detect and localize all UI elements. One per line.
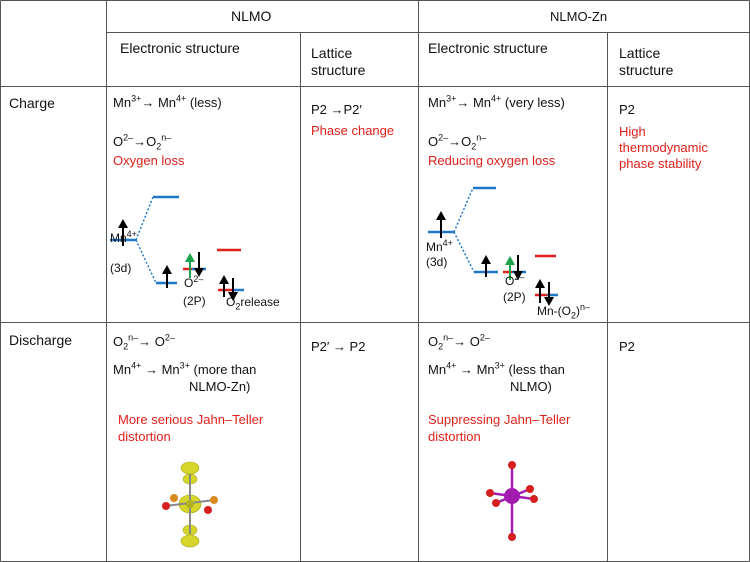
header-nlmo-zn: NLMO-Zn xyxy=(550,9,608,24)
nlmo-energy-level-diagram xyxy=(110,195,244,301)
dotted-connector xyxy=(135,196,154,241)
nlmo-3d-label: (3d) xyxy=(110,261,132,275)
row-label-discharge: Discharge xyxy=(9,332,73,348)
header-lattice-zn-1: Lattice xyxy=(619,45,661,61)
spin-up-arrow-icon xyxy=(162,265,172,288)
discharge-nlmo-o-reaction: O2n–→ O2– xyxy=(113,332,175,352)
zn-complex-label: Mn-(O2)n– xyxy=(537,302,591,321)
charge-nlmo-o-reaction: O2–→O2n– xyxy=(113,132,172,152)
charge-zn-mn-reaction: Mn3+→ Mn4+ (very less) xyxy=(428,93,565,110)
charge-nlmo-oxygen-loss: Oxygen loss xyxy=(113,153,185,168)
dotted-connector xyxy=(453,231,475,273)
spin-down-arrow-icon xyxy=(513,255,523,280)
nlmo-o2-release-label: O2release xyxy=(226,295,280,312)
zn-energy-level-diagram xyxy=(428,186,558,306)
spin-up-arrow-icon xyxy=(436,211,446,238)
spin-down-arrow-icon xyxy=(194,252,204,277)
charge-nlmo-mn-reaction: Mn3+→ Mn4+ (less) xyxy=(113,93,222,110)
header-lattice-zn-2: structure xyxy=(619,62,674,78)
dotted-connector xyxy=(135,239,157,284)
charge-nlmo-phase-change: Phase change xyxy=(311,123,395,138)
zn-o-label: O2– xyxy=(505,272,525,288)
charge-zn-stability-3: phase stability xyxy=(619,156,702,171)
charge-zn-o-reaction: O2–→O2n– xyxy=(428,132,487,152)
charge-zn-stability-2: thermodynamic xyxy=(619,140,708,155)
discharge-nlmo-jt-1: More serious Jahn–Teller xyxy=(118,412,264,427)
header-lattice-nlmo-2: structure xyxy=(311,62,366,78)
dotted-connector xyxy=(453,187,474,233)
zn-mn-label: Mn4+ xyxy=(426,238,453,254)
header-electronic-structure-zn: Electronic structure xyxy=(428,40,548,56)
discharge-zn-mn-reaction: Mn4+ → Mn3+ (less than xyxy=(428,360,565,377)
spin-down-arrow-icon xyxy=(228,278,238,301)
discharge-nlmo-jt-2: distortion xyxy=(118,429,171,444)
discharge-zn-jt-2: distortion xyxy=(428,429,481,444)
spin-up-arrow-icon xyxy=(535,279,545,303)
charge-zn-lattice: P2 xyxy=(619,102,635,117)
discharge-nlmo-lattice: P2′ → P2 xyxy=(311,339,366,354)
spin-up-arrow-icon xyxy=(219,275,229,297)
spin-down-arrow-icon xyxy=(544,282,554,306)
discharge-nlmo-mn-note-2: NLMO-Zn) xyxy=(189,379,251,394)
nlmo-2p-label: (2P) xyxy=(183,294,206,308)
row-label-charge: Charge xyxy=(9,95,55,111)
nlmo-mn-label: Mn4+ xyxy=(110,229,137,245)
header-electronic-structure-nlmo: Electronic structure xyxy=(120,40,240,56)
discharge-nlmo-mn-reaction: Mn4+ → Mn3+ (more than xyxy=(113,360,257,377)
discharge-zn-jt-1: Suppressing Jahn–Teller xyxy=(428,412,571,427)
nlmo-o-label: O2– xyxy=(184,274,204,290)
charge-zn-reducing-oxygen-loss: Reducing oxygen loss xyxy=(428,153,556,168)
spin-up-arrow-icon xyxy=(481,255,491,277)
charge-nlmo-lattice: P2 →P2′ xyxy=(311,102,362,117)
zn-3d-label: (3d) xyxy=(426,255,448,269)
header-lattice-nlmo-1: Lattice xyxy=(311,45,353,61)
header-nlmo: NLMO xyxy=(231,8,272,24)
nlmo-distorted-octahedron-image xyxy=(162,461,218,548)
charge-zn-stability-1: High xyxy=(619,124,646,139)
green-spin-up-arrow-icon xyxy=(185,253,195,278)
zn-octahedron-image xyxy=(486,461,538,541)
zn-2p-label: (2P) xyxy=(503,290,526,304)
discharge-zn-mn-note-2: NLMO) xyxy=(510,379,552,394)
spin-up-arrow-icon xyxy=(118,219,128,246)
discharge-zn-lattice: P2 xyxy=(619,339,635,354)
discharge-zn-o-reaction: O2n–→ O2– xyxy=(428,332,490,352)
green-spin-up-arrow-icon xyxy=(505,256,515,280)
